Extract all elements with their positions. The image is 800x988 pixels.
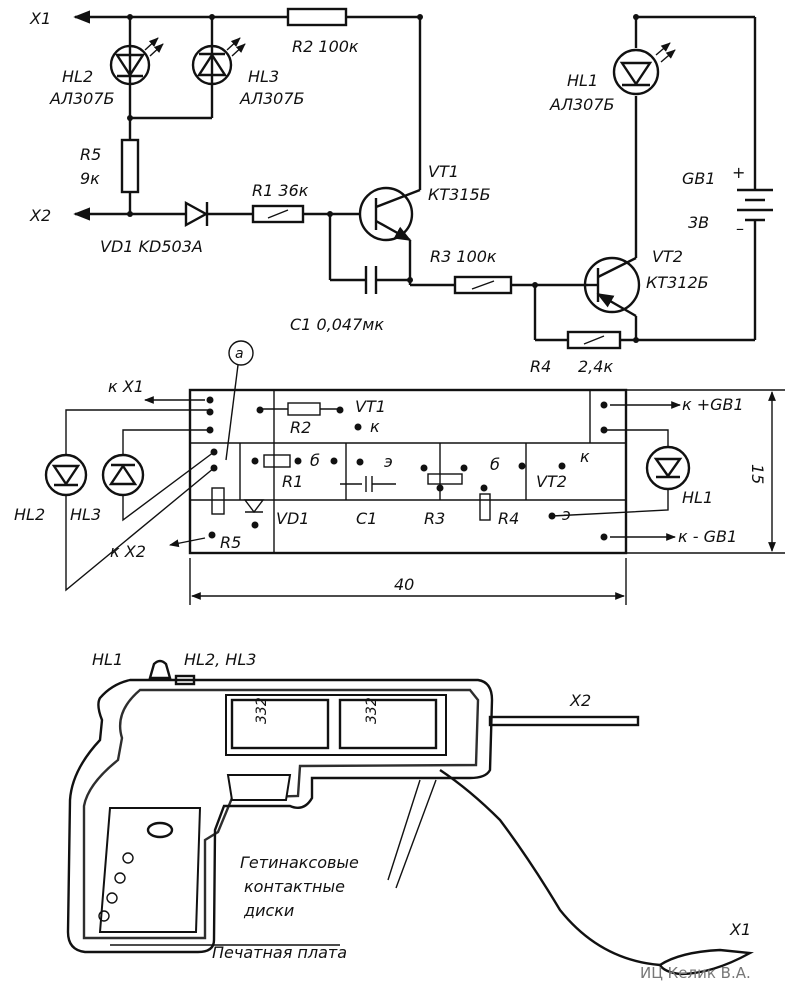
board-dim-width: 40: [394, 575, 414, 594]
board-label-kx2: к X2: [110, 542, 146, 561]
board-outline: [188, 388, 628, 555]
assembly-label-discs-2: контактные: [244, 877, 345, 896]
label-vt2-ref: VT2: [652, 247, 683, 266]
pcb-r2: [287, 402, 321, 416]
pcb-layout: к X1 к X2 к +GB1 к - GB1 а VT1 R2 к б R1…: [14, 340, 785, 605]
label-r5-val: 9к: [80, 169, 100, 188]
transistor-vt2: [583, 256, 641, 340]
label-gb1-val: 3В: [688, 213, 709, 232]
pads: [206, 396, 608, 541]
label-r5-ref: R5: [80, 145, 101, 164]
label-hl1-ref: HL1: [567, 71, 598, 90]
assembly-label-hl1: HL1: [92, 650, 123, 669]
resistor-r5: [120, 138, 140, 194]
board-label-r2: R2: [290, 418, 311, 437]
resistor-r2: [286, 7, 348, 27]
label-c1: C1 0,047мк: [290, 315, 384, 334]
board-label-vd1: VD1: [276, 509, 309, 528]
board-label-b1: б: [310, 451, 320, 470]
led-hl3: [191, 37, 246, 86]
board-label-r3: R3: [424, 509, 445, 528]
board-label-vt2: VT2: [536, 472, 567, 491]
label-r3: R3 100к: [430, 247, 497, 266]
pcb-r1: [263, 454, 291, 468]
watermark: ИЦ Келик В.А.: [640, 964, 751, 982]
label-vt1-type: КТ315Б: [428, 185, 491, 204]
label-vt2-type: КТ312Б: [646, 273, 709, 292]
board-label-hl1: HL1: [682, 488, 713, 507]
pcb-led-hl2: [44, 453, 88, 497]
board-label-r5: R5: [220, 533, 241, 552]
assembly-label-discs-1: Гетинаксовые: [240, 853, 359, 872]
label-hl1-type: АЛ307Б: [549, 95, 615, 114]
label-hl2-type: АЛ307Б: [49, 89, 115, 108]
board-label-vt1: VT1: [355, 397, 386, 416]
pcb-r3: [427, 473, 463, 485]
pcb-led-hl1: [645, 445, 691, 491]
label-hl3-type: АЛ307Б: [239, 89, 305, 108]
board-label-kgb1-plus: к +GB1: [682, 395, 744, 414]
pcb-led-hl3: [101, 453, 145, 497]
label-gb1-minus: –: [736, 219, 744, 238]
board-label-r1: R1: [282, 472, 303, 491]
board-label-k2: к: [580, 447, 590, 466]
assembly-label-pcb: Печатная плата: [212, 943, 347, 962]
assembly-label-discs-3: диски: [243, 901, 294, 920]
battery-label-2: 332: [364, 697, 380, 724]
assembly-drawing: 332 332 HL1 HL2, HL3 X2 X1 Гетинаксовые …: [66, 650, 754, 982]
assembly-label-x1: X1: [729, 920, 751, 939]
assembly-label-x2: X2: [569, 691, 591, 710]
transistor-vt1: [358, 186, 421, 242]
pcb-r4: [479, 493, 491, 521]
led-hl2: [109, 37, 164, 86]
diode-vd1: [184, 200, 209, 228]
label-x1: X1: [29, 9, 51, 28]
label-x2: X2: [29, 206, 51, 225]
board-label-e2: э: [562, 505, 571, 524]
board-label-kgb1-minus: к - GB1: [678, 527, 737, 546]
label-hl3-ref: HL3: [248, 67, 279, 86]
board-label-hl2: HL2: [14, 505, 45, 524]
board-label-b2: б: [490, 455, 500, 474]
label-hl2-ref: HL2: [62, 67, 93, 86]
schematic: HL2 АЛ307Б HL3 АЛ307Б R5 9к VD1 KD503A R…: [29, 7, 773, 376]
board-label-kx1: к X1: [108, 377, 144, 396]
label-gb1-plus: +: [732, 163, 745, 182]
board-label-c1: C1: [356, 509, 377, 528]
battery-label-1: 332: [254, 697, 270, 724]
board-label-r4: R4: [498, 509, 519, 528]
board-label-mark-a: а: [235, 346, 244, 362]
label-r4-val: 2,4к: [578, 357, 613, 376]
label-r2: R2 100к: [292, 37, 359, 56]
battery-gb1: [737, 188, 773, 222]
board-label-k1: к: [370, 417, 380, 436]
pcb-r5: [211, 487, 225, 515]
label-gb1-ref: GB1: [682, 169, 716, 188]
led-hl1: [612, 42, 676, 96]
label-r4-ref: R4: [530, 357, 551, 376]
label-r1: R1 36к: [252, 181, 309, 200]
board-label-hl3: HL3: [70, 505, 101, 524]
board-dim-height: 15: [748, 464, 767, 484]
assembly-label-hl23: HL2, HL3: [184, 650, 256, 669]
label-vt1-ref: VT1: [428, 162, 459, 181]
pistol-body: [66, 678, 494, 954]
label-vd1: VD1 KD503A: [100, 237, 203, 256]
board-label-e1: э: [384, 452, 393, 471]
